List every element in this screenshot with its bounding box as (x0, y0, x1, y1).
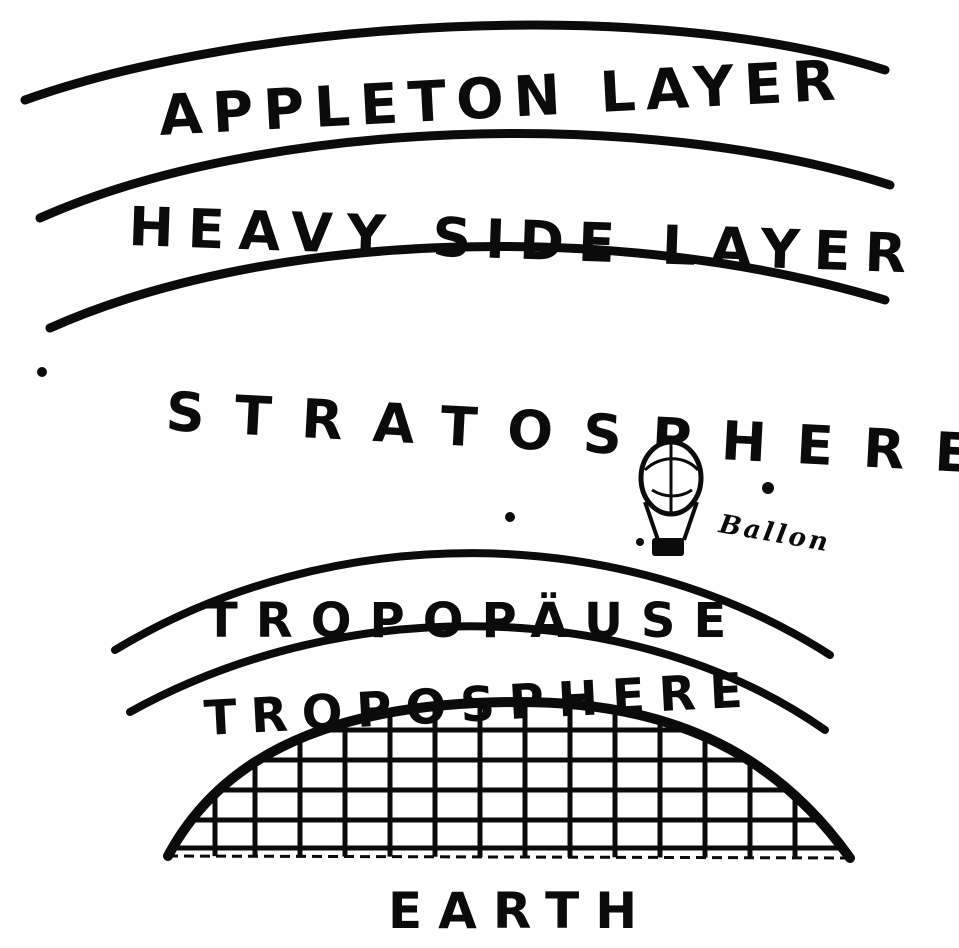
earth-label: EARTH (388, 882, 653, 940)
ink-dot (505, 512, 515, 522)
balloon-label: Ballon (716, 509, 833, 558)
stratosphere-label: STRATOSPHERE (164, 380, 959, 487)
tropopause-label: TROPOPÄUSE (205, 592, 744, 649)
hot-air-balloon-icon (636, 442, 701, 556)
ink-dot (762, 482, 774, 494)
ink-dot (37, 367, 47, 377)
